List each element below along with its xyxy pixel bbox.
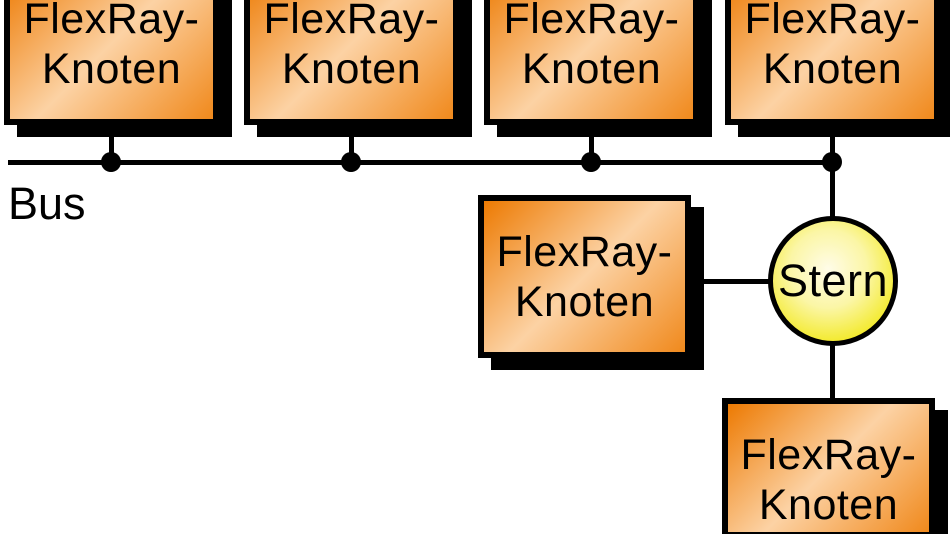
bus-line: [8, 160, 838, 165]
star-coupler: Stern: [768, 216, 898, 346]
node-label-line2: Knoten: [41, 44, 182, 93]
node3-bus-connector: [589, 112, 594, 165]
flexray-node-5: FlexRay- Knoten: [478, 195, 691, 358]
node-label-line2: Knoten: [762, 44, 903, 93]
bus-junction-dot-3: [581, 152, 601, 172]
node-label-line1: FlexRay-: [740, 431, 917, 479]
node-label-line2: Knoten: [521, 44, 662, 93]
node-label-line1: FlexRay-: [263, 0, 440, 43]
bus-junction-dot-2: [341, 152, 361, 172]
bus-label: Bus: [8, 178, 86, 229]
node-label-line1: FlexRay-: [23, 0, 200, 43]
flexray-node-2: FlexRay- Knoten: [244, 0, 459, 125]
flexray-node-6: FlexRay- Knoten: [722, 398, 935, 534]
node1-bus-connector: [109, 112, 114, 165]
flexray-node-1: FlexRay- Knoten: [4, 0, 219, 125]
star-node6-connector: [830, 340, 835, 402]
flexray-node-4: FlexRay- Knoten: [725, 0, 940, 125]
node5-star-connector: [690, 279, 778, 284]
bus-junction-dot-4: [822, 152, 842, 172]
flexray-node-3: FlexRay- Knoten: [484, 0, 699, 125]
node-label-line2: Knoten: [514, 277, 655, 326]
node-label-line1: FlexRay-: [496, 227, 673, 276]
bus-junction-dot-1: [101, 152, 121, 172]
node2-bus-connector: [349, 112, 354, 165]
node-label-line2: Knoten: [281, 44, 422, 93]
node-label-line1: FlexRay-: [503, 0, 680, 43]
star-label: Stern: [777, 255, 889, 306]
node-label-line1: FlexRay-: [744, 0, 921, 43]
node-label-line2: Knoten: [758, 481, 899, 529]
